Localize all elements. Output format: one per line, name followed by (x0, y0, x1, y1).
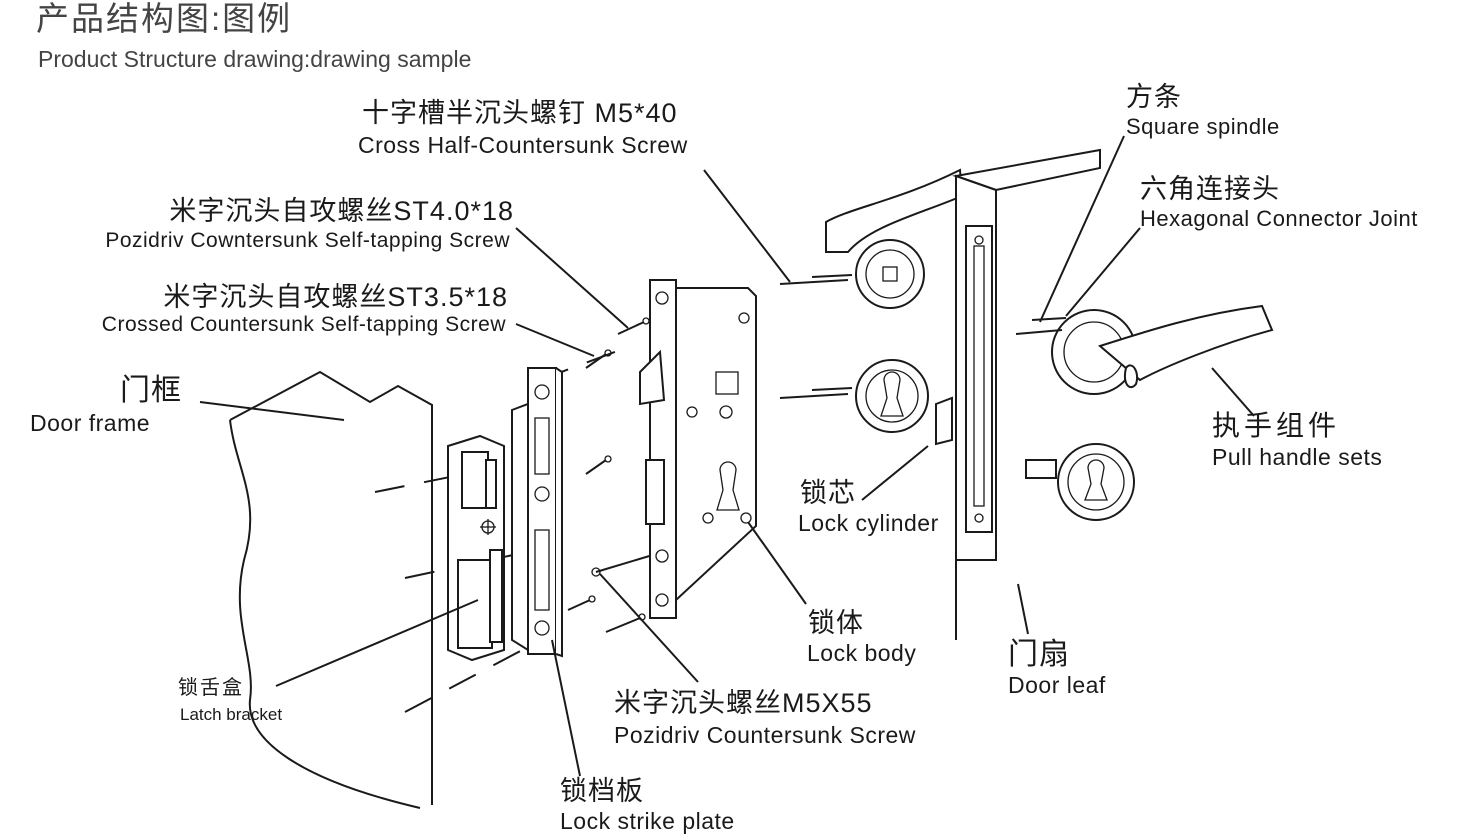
outside-handle-drawing (1015, 304, 1274, 521)
door-leaf-drawing (935, 148, 1101, 640)
door-frame-drawing (229, 370, 433, 809)
pozidriv-m5x55-label-en: Pozidriv Countersunk Screw (614, 722, 916, 748)
inside-handle-drawing (825, 168, 964, 433)
hexagonal-connector-label-zh: 六角连接头 (1140, 174, 1280, 204)
lock-strike-plate-drawing (511, 367, 563, 658)
door-leaf-label-zh: 门扇 (1008, 638, 1070, 671)
latch-bracket-label-zh: 锁舌盒 (178, 677, 244, 699)
latch-bracket-drawing (447, 434, 505, 662)
cross-screws-m5x40 (779, 274, 853, 399)
self-tapping-screws (567, 317, 650, 633)
long-screw-m5x55 (591, 553, 657, 577)
title-zh: 产品结构图:图例 (36, 0, 293, 37)
door-leaf-label-en: Door leaf (1008, 672, 1106, 698)
lock-body-drawing (639, 279, 757, 619)
crossed-self-tapping-label-zh: 米字沉头自攻螺丝ST3.5*18 (163, 282, 508, 312)
lock-strike-plate-label-en: Lock strike plate (560, 808, 735, 834)
door-frame-label-en: Door frame (30, 410, 151, 436)
cross-screw-label-en: Cross Half-Countersunk Screw (358, 132, 688, 158)
crossed-self-tapping-label-en: Crossed Countersunk Self-tapping Screw (101, 313, 506, 336)
pull-handle-label-zh: 执手组件 (1212, 410, 1341, 441)
latch-bracket-label-en: Latch bracket (180, 705, 283, 724)
lock-cylinder-label-en: Lock cylinder (798, 510, 939, 536)
lock-body-label-zh: 锁体 (808, 608, 864, 638)
leader-lines (199, 135, 1255, 777)
lock-body-label-en: Lock body (807, 640, 917, 666)
cross-screw-label-zh: 十字槽半沉头螺钉 M5*40 (362, 98, 678, 128)
hexagonal-connector-label-en: Hexagonal Connector Joint (1140, 206, 1418, 231)
pozidriv-self-tapping-label-zh: 米字沉头自攻螺丝ST4.0*18 (169, 196, 514, 226)
square-spindle-label-en: Square spindle (1126, 114, 1280, 139)
pozidriv-self-tapping-label-en: Pozidriv Cowntersunk Self-tapping Screw (105, 229, 510, 252)
title-en: Product Structure drawing:drawing sample (38, 46, 472, 72)
square-spindle-label-zh: 方条 (1126, 82, 1182, 112)
pozidriv-m5x55-label-zh: 米字沉头螺丝M5X55 (614, 688, 873, 718)
pull-handle-label-en: Pull handle sets (1212, 444, 1383, 470)
door-frame-label-zh: 门框 (120, 374, 182, 407)
lock-strike-plate-label-zh: 锁档板 (560, 776, 644, 806)
lock-cylinder-label-zh: 锁芯 (800, 478, 856, 508)
